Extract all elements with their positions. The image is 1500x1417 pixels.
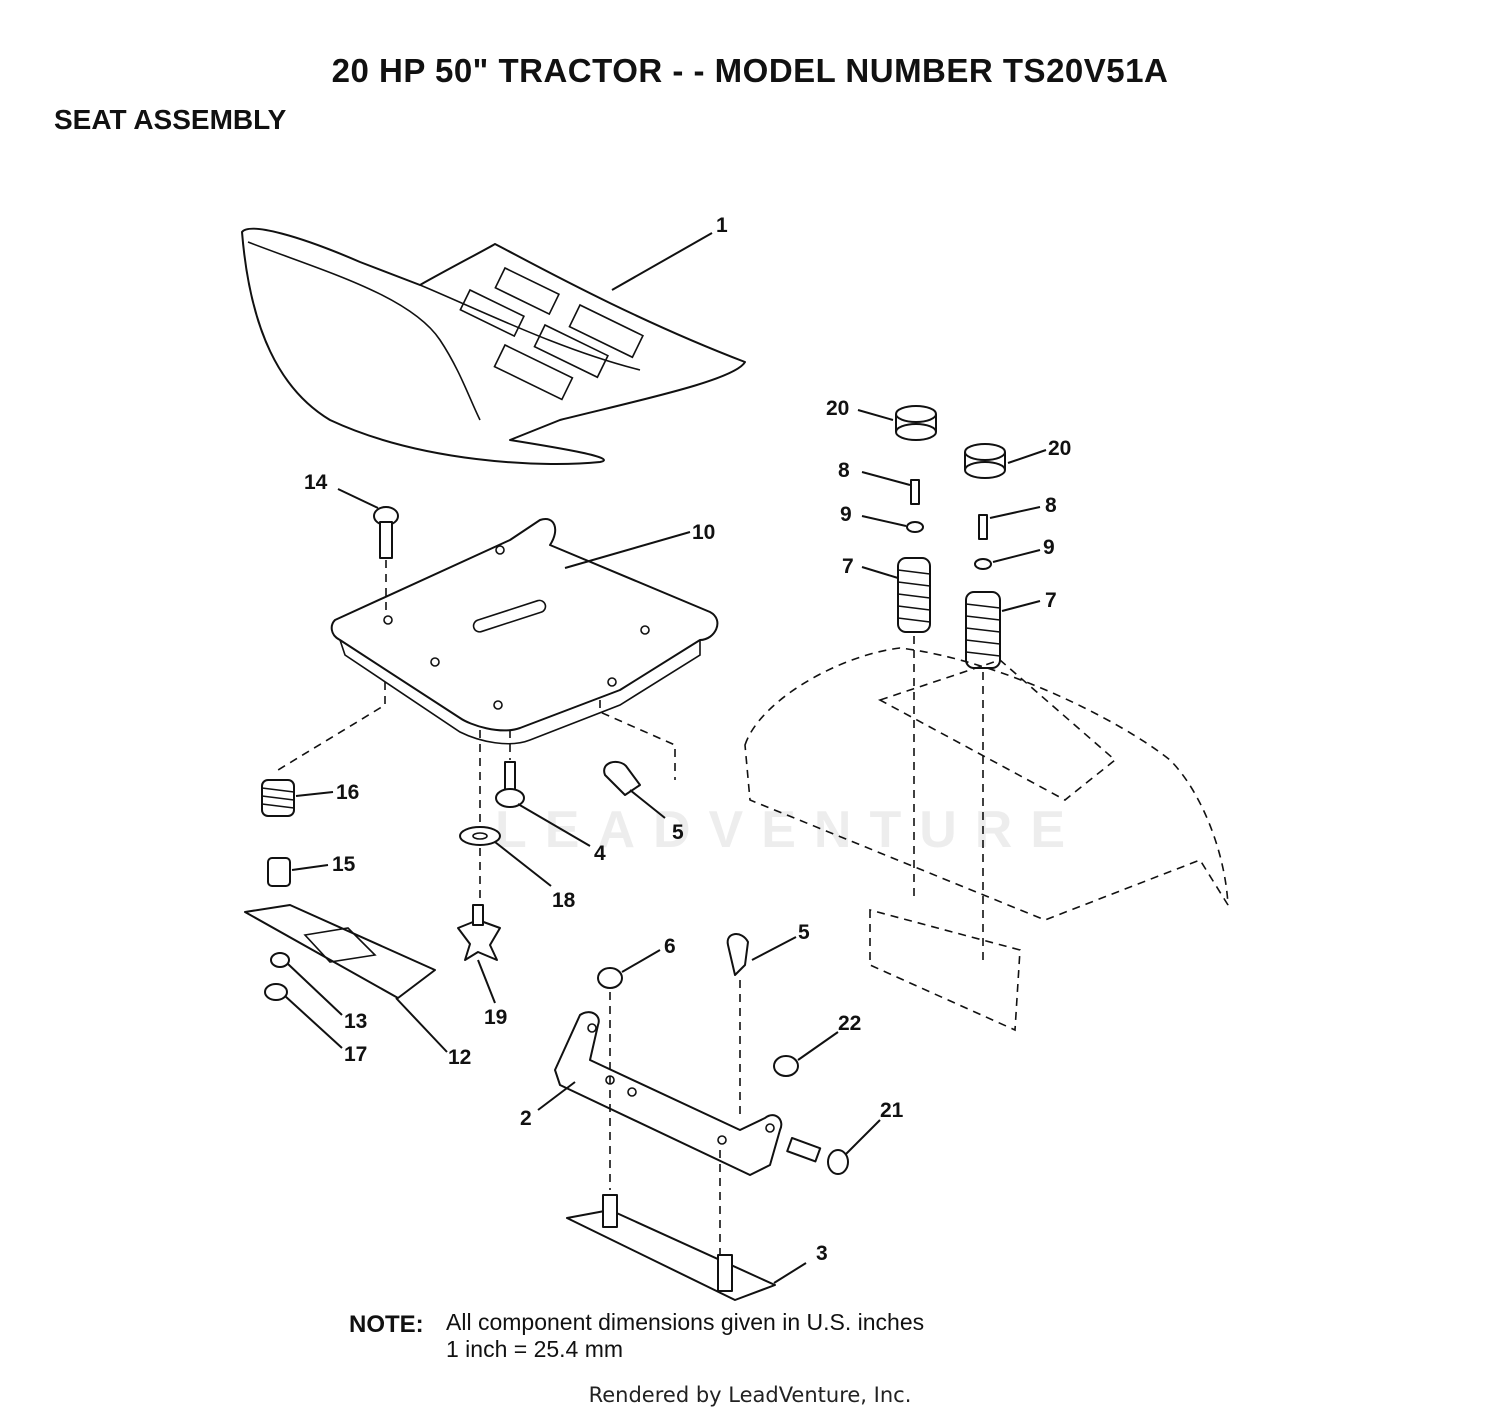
note-line-2: 1 inch = 25.4 mm [446,1336,624,1362]
part-nut-17 [264,983,288,1001]
part-bolt-4 [495,730,525,808]
part-spring-7a [897,557,931,900]
part-washer-18 [459,730,501,900]
part-seat [241,227,746,465]
part-bracket-12 [244,904,436,999]
part-nut-13 [270,952,290,968]
part-washer-9b [974,558,992,570]
callout-8b: 8 [1045,494,1057,517]
part-bolt-8b [978,514,988,540]
callout-8a: 8 [838,459,850,482]
callout-12: 12 [448,1046,471,1069]
part-carriage-bolt [373,506,399,615]
note-line-1: All component dimensions given in U.S. i… [446,1309,925,1335]
part-knob-19 [457,904,501,961]
part-nut-6 [597,967,623,1190]
part-spacer-15 [267,857,291,887]
callout-9a: 9 [840,503,852,526]
part-bumper-20a [895,405,937,441]
callout-7b: 7 [1045,589,1057,612]
callout-14: 14 [304,471,328,494]
part-bolt-8a [910,479,920,505]
callout-6: 6 [664,935,676,958]
part-bracket-2 [554,1011,783,1176]
callout-13: 13 [344,1010,367,1033]
footer-credit: Rendered by LeadVenture, Inc. [588,1383,912,1407]
callout-4: 4 [594,842,606,865]
callout-20a: 20 [826,397,849,420]
fender-outline [744,647,1229,1032]
part-bumper-20b [964,443,1006,479]
part-clip-5b [719,933,749,1260]
part-washer-9a [906,521,924,533]
callout-20b: 20 [1048,437,1071,460]
callout-5a: 5 [672,821,684,844]
diagram-title: 20 HP 50" TRACTOR - - MODEL NUMBER TS20V… [331,52,1169,89]
callout-19: 19 [484,1006,507,1029]
section-title: SEAT ASSEMBLY [54,104,287,135]
note-label: NOTE: [349,1311,424,1338]
part-spring-7b [965,591,1001,960]
callout-7a: 7 [842,555,854,578]
callout-2: 2 [520,1107,532,1130]
leader-lines [284,232,1047,1284]
callout-10: 10 [692,521,715,544]
callout-9b: 9 [1043,536,1055,559]
callout-16: 16 [336,781,359,804]
callout-22: 22 [838,1012,861,1035]
watermark-text: LEADVENTURE [495,801,1084,859]
callout-3: 3 [816,1242,828,1265]
part-plate-3 [566,1194,776,1301]
callout-17: 17 [344,1043,367,1066]
callout-21: 21 [880,1099,904,1122]
part-seat-pan [330,518,719,745]
callout-18: 18 [552,889,576,912]
callout-15: 15 [332,853,356,876]
part-nut-22 [773,1055,799,1077]
part-shoulder-bolt-21 [786,1136,849,1175]
callout-1: 1 [716,214,728,237]
part-spring-16 [261,682,386,817]
part-clip-5a [599,700,676,796]
callout-5b: 5 [798,921,810,944]
